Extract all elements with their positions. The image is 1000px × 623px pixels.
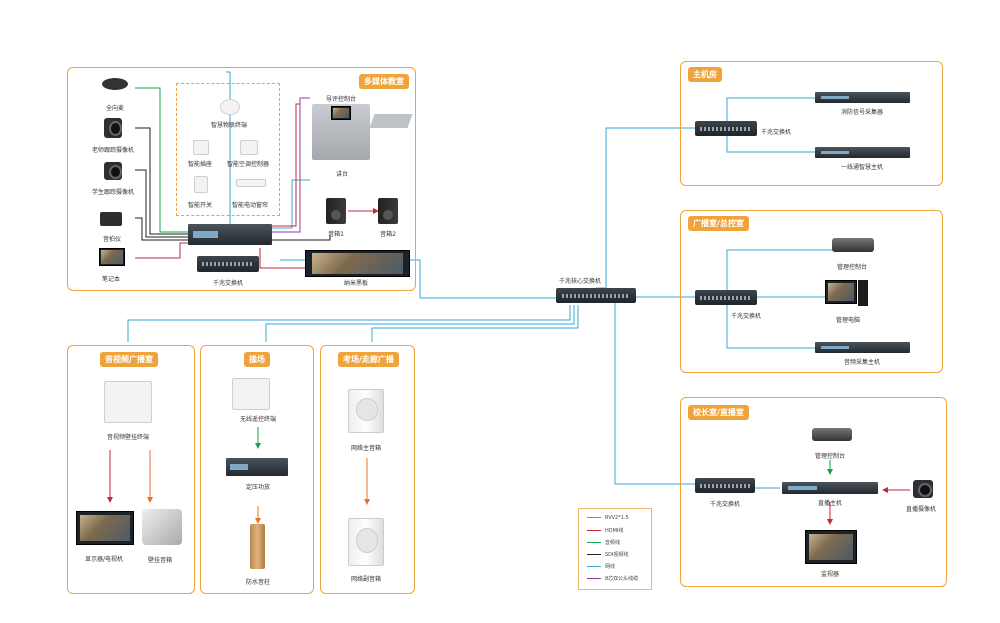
smart-socket-device: [193, 140, 209, 155]
podium-label: 讲台: [335, 171, 349, 178]
audio-host-device: [815, 342, 910, 353]
fire-collector-label: 消防信号采集器: [840, 109, 884, 116]
net-sub-speaker-label: 网络副音箱: [350, 576, 382, 583]
mic-array-device: [102, 78, 128, 90]
smart-switch-label: 智能开关: [187, 202, 213, 209]
amplifier-label: 定压功放: [245, 484, 271, 491]
legend-item: HDMI线: [587, 527, 623, 534]
zone-exam-corridor: [320, 345, 415, 594]
laptop-label: 笔记本: [101, 276, 121, 283]
speaker1-device: [326, 198, 346, 224]
nano-board-device: [305, 250, 410, 277]
column-speaker-label: 防水音柱: [245, 579, 271, 586]
teacher-camera-device: [104, 118, 122, 138]
teacher-camera-label: 老师跟踪摄像机: [91, 147, 135, 154]
core-switch-label: 千兆核心交换机: [558, 278, 602, 285]
mgmt-pc-label: 管理电脑: [835, 317, 861, 324]
classroom-host-device: [188, 224, 272, 245]
legend-item: 8芯双公头线缆: [587, 575, 638, 582]
mm-switch-label: 千兆交换机: [212, 280, 244, 287]
alarm-host-device: [815, 147, 910, 158]
iot-terminal-label: 智慧物联终端: [210, 122, 248, 129]
monitor-label: 监视器: [820, 571, 840, 578]
iot-terminal-device: [220, 99, 240, 115]
mgmt-pc-tower: [858, 280, 868, 306]
monitor-device: [805, 530, 857, 564]
sr-switch-label: 千兆交换机: [760, 129, 792, 136]
iot-group: [176, 83, 280, 216]
zone-principal-title: 校长室/直播室: [688, 405, 749, 420]
column-speaker-device: [250, 524, 265, 569]
remote-terminal-device: [232, 378, 270, 410]
live-host-label: 直播主机: [817, 500, 843, 507]
display-tv-label: 显示器/电视机: [84, 556, 124, 563]
live-host-device: [782, 482, 878, 494]
display-tv-device: [76, 511, 134, 545]
audio-host-label: 音频采集主机: [843, 359, 881, 366]
ac-controller-label: 智能空调控制器: [226, 161, 270, 168]
remote-terminal-label: 无线遥控终端: [239, 416, 277, 423]
amplifier-device: [226, 458, 288, 476]
fire-collector-device: [815, 92, 910, 103]
guide-console-label: 导评控制台: [325, 96, 357, 103]
pr-switch-device: [695, 478, 755, 493]
speaker2-device: [378, 198, 398, 224]
zone-exam-corridor-title: 考场/走廊广播: [338, 352, 399, 367]
pr-console-label: 管理控制台: [814, 453, 846, 460]
zone-server-room: [680, 61, 943, 186]
zone-multimedia: [67, 67, 416, 291]
zone-playground: [200, 345, 314, 594]
bc-switch-device: [695, 290, 757, 305]
mic-array-label: 全向麦: [105, 105, 125, 112]
visualizer-label: 音拍仪: [102, 236, 122, 243]
zone-broadcast-control: [680, 210, 943, 373]
laptop-device: [99, 248, 125, 266]
legend-item: RVV2*1.5: [587, 515, 629, 521]
zone-av-broadcast: [67, 345, 195, 594]
smart-switch-device: [194, 176, 208, 193]
mm-switch-device: [197, 256, 259, 272]
bc-console-label: 管理控制台: [836, 264, 868, 271]
curtain-device: [236, 179, 266, 187]
podium-screen: [331, 106, 351, 120]
wall-terminal-label: 音视频壁挂终端: [106, 434, 150, 441]
speaker2-label: 音箱2: [380, 231, 396, 238]
pr-switch-label: 千兆交换机: [709, 501, 741, 508]
ac-controller-device: [240, 140, 258, 155]
student-camera-device: [104, 162, 122, 180]
net-main-speaker-label: 网络主音箱: [350, 445, 382, 452]
bc-console-device: [832, 238, 874, 252]
zone-multimedia-title: 多媒体教室: [359, 74, 409, 89]
wall-terminal-device: [104, 381, 152, 423]
wall-speaker-label: 壁挂音箱: [147, 557, 173, 564]
legend-item: 音频线: [587, 539, 620, 546]
live-camera-label: 直播摄像机: [905, 506, 937, 513]
zone-broadcast-control-title: 广播室/总控室: [688, 216, 749, 231]
live-camera-device: [913, 480, 933, 498]
student-camera-label: 学生跟踪摄像机: [91, 189, 135, 196]
zone-playground-title: 操场: [244, 352, 270, 367]
zone-principal: [680, 397, 947, 587]
podium-extension: [369, 114, 413, 128]
net-sub-speaker-device: [348, 518, 384, 566]
smart-socket-label: 智能插座: [187, 161, 213, 168]
wall-speaker-device: [142, 509, 182, 545]
legend: RVV2*1.5 HDMI线 音频线 SDI视频线 网线 8芯双公头线缆: [578, 508, 652, 590]
pr-console-device: [812, 428, 852, 441]
legend-item: 网线: [587, 563, 615, 570]
zone-server-room-title: 主机房: [688, 67, 722, 82]
nano-board-label: 纳米黑板: [343, 280, 369, 287]
curtain-label: 智能电动窗帘: [231, 202, 269, 209]
sr-switch-device: [695, 121, 757, 136]
net-main-speaker-device: [348, 389, 384, 433]
visualizer-device: [100, 212, 122, 226]
core-switch-device: [556, 288, 636, 303]
zone-av-broadcast-title: 音视频广播室: [100, 352, 158, 367]
bc-switch-label: 千兆交换机: [730, 313, 762, 320]
alarm-host-label: 一线通智慧主机: [840, 164, 884, 171]
speaker1-label: 音箱1: [328, 231, 344, 238]
legend-item: SDI视频线: [587, 551, 629, 558]
mgmt-pc-monitor: [825, 280, 857, 304]
